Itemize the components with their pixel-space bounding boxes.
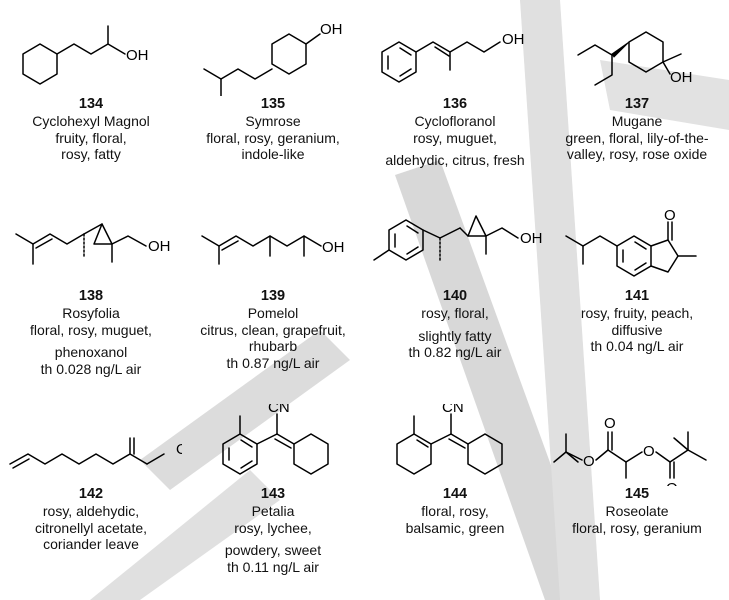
structure-142: O (9, 437, 182, 469)
watermark-stroke-diagonal (600, 60, 729, 130)
compound-name: Cyclofloranol (414, 113, 496, 129)
compound-number: 138 (78, 288, 104, 304)
watermark-stroke-lower (140, 330, 350, 490)
structure-143: CN (222, 404, 329, 475)
compound-number: 141 (624, 288, 650, 304)
ester-oxygen-label: O (643, 443, 655, 460)
structure-136: OH (381, 31, 525, 83)
odor-line: rhubarb (248, 338, 298, 354)
odor-line: slightly fatty (418, 327, 492, 344)
structure-145: O O O O (553, 415, 707, 486)
hydroxyl-label: OH (126, 47, 149, 64)
compound-136: OH 136 Cyclofloranol rosy, muguet, aldeh… (364, 14, 546, 169)
compound-name: Pomelol (247, 305, 299, 321)
odor-line: powdery, sweet (224, 542, 322, 558)
compound-number: 134 (78, 96, 104, 112)
ester-oxygen-label: O (583, 453, 595, 470)
odor-line: indole-like (241, 146, 305, 162)
threshold-line: th 0.87 ng/L air (226, 354, 320, 371)
carbonyl-label: O (666, 480, 678, 486)
compound-name: Cyclohexyl Magnol (32, 113, 150, 129)
nitrile-label: CN (442, 404, 464, 416)
odor-line: citrus, clean, grapefruit, (200, 321, 346, 338)
watermark-stroke-left (395, 160, 600, 600)
threshold-line: th 0.04 ng/L air (590, 338, 684, 354)
hydroxyl-label: OH (502, 31, 525, 48)
compound-number: 142 (78, 486, 104, 502)
compound-143: CN 143 Petalia rosy, lychee, powdery, sw… (182, 404, 364, 575)
compound-number: 144 (442, 486, 468, 502)
hydroxyl-label: OH (520, 230, 543, 247)
hydroxyl-label: OH (322, 239, 345, 256)
compound-137: OH 137 Mugane green, floral, lily-of-the… (546, 14, 728, 163)
compound-134: OH 134 Cyclohexyl Magnol fruity, floral,… (0, 14, 182, 163)
hydroxyl-label: OH (148, 238, 171, 255)
compound-number: 143 (260, 486, 286, 502)
carbonyl-label: O (604, 415, 616, 432)
odor-line: balsamic, green (405, 519, 505, 536)
compound-number: 139 (260, 288, 286, 304)
compound-number: 140 (442, 288, 468, 304)
compound-141: O 141 rosy, fruity, peach, diffusive th … (546, 206, 728, 355)
odor-line: citronellyl acetate, (34, 519, 148, 536)
odor-line: rosy, fruity, peach, (580, 305, 694, 321)
odor-line: phenoxanol (54, 344, 128, 360)
compound-name: Roseolate (605, 503, 669, 519)
structure-134: OH (22, 25, 149, 85)
compound-number: 136 (442, 96, 468, 112)
structure-141: O (565, 207, 697, 277)
threshold-line: th 0.82 ng/L air (408, 344, 502, 360)
compound-138: OH 138 Rosyfolia floral, rosy, muguet, p… (0, 206, 182, 377)
structure-144: CN (396, 404, 503, 475)
odor-line: diffusive (611, 321, 663, 338)
odor-line: fruity, floral, (55, 129, 127, 146)
odor-line: floral, rosy, geranium (572, 519, 702, 536)
odor-line: floral, rosy, muguet, (30, 321, 152, 338)
odor-line: rosy, fatty (61, 146, 121, 162)
compound-number: 137 (624, 96, 650, 112)
hydroxyl-label: OH (320, 21, 343, 38)
threshold-line: th 0.028 ng/L air (40, 360, 142, 377)
compound-number: 135 (260, 96, 286, 112)
compound-name: Symrose (245, 113, 301, 129)
structure-138: OH (15, 223, 171, 265)
compound-name: Mugane (611, 113, 663, 129)
structure-140: OH (373, 215, 543, 261)
odor-line: aldehydic, citrus, fresh (385, 152, 525, 168)
compound-140: OH 140 rosy, floral, slightly fatty th 0… (364, 206, 546, 361)
structure-139: OH (201, 235, 345, 265)
compound-145: O O O O 145 Roseolate floral, rosy, gera… (546, 404, 728, 536)
compound-142: O 142 rosy, aldehydic, citronellyl aceta… (0, 404, 182, 553)
carbonyl-label: O (176, 441, 182, 458)
odor-line: rosy, aldehydic, (42, 503, 140, 519)
odor-line: rosy, muguet, (413, 129, 497, 146)
odor-line: floral, rosy, (421, 503, 489, 519)
compound-name: Petalia (251, 503, 295, 519)
compound-139: OH 139 Pomelol citrus, clean, grapefruit… (182, 206, 364, 371)
watermark-stroke-right (520, 0, 600, 600)
odor-line: floral, rosy, geranium, (206, 129, 340, 146)
compound-name: Rosyfolia (62, 305, 120, 321)
odor-line: rosy, lychee, (234, 519, 312, 536)
threshold-line: th 0.11 ng/L air (227, 558, 319, 575)
odor-line: rosy, floral, (421, 305, 489, 321)
structure-137: OH (577, 31, 693, 86)
structure-135: OH (203, 21, 343, 96)
carbonyl-label: O (664, 207, 676, 224)
odor-line: valley, rosy, rose oxide (566, 146, 708, 162)
compound-144: CN 144 floral, rosy, balsamic, green (364, 404, 546, 536)
odor-line: coriander leave (43, 536, 139, 552)
hydroxyl-label: OH (670, 69, 693, 86)
compound-number: 145 (624, 486, 650, 502)
compound-135: OH 135 Symrose floral, rosy, geranium, i… (182, 14, 364, 163)
watermark-stroke-bottom (90, 470, 280, 600)
nitrile-label: CN (268, 404, 290, 416)
odor-line: green, floral, lily-of-the- (565, 129, 709, 146)
